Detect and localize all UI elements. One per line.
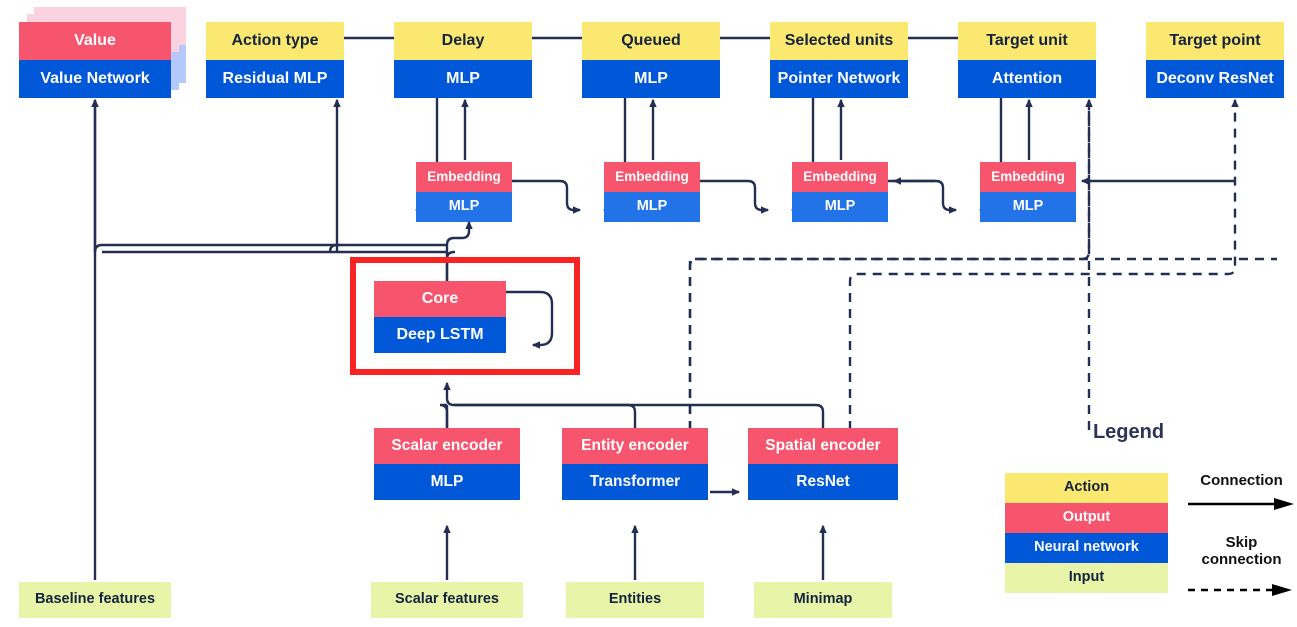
embedding-output-label: Embedding bbox=[792, 162, 888, 192]
encoder-output-label: Spatial encoder bbox=[748, 428, 898, 464]
embedding-network-label: MLP bbox=[416, 192, 512, 222]
head-action-label: Action type bbox=[206, 22, 344, 60]
embedding-output-label: Embedding bbox=[980, 162, 1076, 192]
head-network-label: Residual MLP bbox=[206, 60, 344, 98]
embedding-node-4[interactable]: Embedding MLP bbox=[980, 162, 1076, 222]
connection-arrow-icon bbox=[1186, 497, 1297, 511]
embedding-network-label: MLP bbox=[604, 192, 700, 222]
legend-key-skip-connection-label: Skip connection bbox=[1201, 534, 1282, 568]
head-network-label: Attention bbox=[958, 60, 1096, 98]
head-node-selected-units[interactable]: Selected units Pointer Network bbox=[770, 22, 908, 98]
embedding-network-label: MLP bbox=[792, 192, 888, 222]
core-node[interactable]: Core Deep LSTM bbox=[374, 281, 506, 353]
input-label: Scalar features bbox=[371, 582, 523, 618]
head-action-label: Delay bbox=[394, 22, 532, 60]
embedding-node-1[interactable]: Embedding MLP bbox=[416, 162, 512, 222]
legend-key-connection-label: Connection bbox=[1200, 472, 1283, 489]
encoder-output-label: Entity encoder bbox=[562, 428, 708, 464]
input-node-baseline-features[interactable]: Baseline features bbox=[19, 582, 171, 618]
head-network-label: Pointer Network bbox=[770, 60, 908, 98]
head-network-label: Value Network bbox=[19, 60, 171, 98]
core-highlight-frame bbox=[350, 257, 580, 375]
head-action-label: Value bbox=[19, 22, 171, 60]
head-node-target-point[interactable]: Target point Deconv ResNet bbox=[1146, 22, 1284, 98]
head-node-action-type[interactable]: Action type Residual MLP bbox=[206, 22, 344, 98]
encoder-node-spatial[interactable]: Spatial encoder ResNet bbox=[748, 428, 898, 500]
input-node-minimap[interactable]: Minimap bbox=[754, 582, 892, 618]
embedding-network-label: MLP bbox=[980, 192, 1076, 222]
encoder-network-label: Transformer bbox=[562, 464, 708, 500]
legend-title: Legend bbox=[1092, 421, 1165, 443]
embedding-node-2[interactable]: Embedding MLP bbox=[604, 162, 700, 222]
encoder-node-scalar[interactable]: Scalar encoder MLP bbox=[374, 428, 520, 500]
input-node-entities[interactable]: Entities bbox=[566, 582, 704, 618]
encoder-output-label: Scalar encoder bbox=[374, 428, 520, 464]
skip-connection-arrow-icon bbox=[1186, 583, 1297, 597]
legend: Legend Action Output Neural network Inpu… bbox=[960, 415, 1297, 627]
encoder-node-entity[interactable]: Entity encoder Transformer bbox=[562, 428, 708, 500]
embedding-node-3[interactable]: Embedding MLP bbox=[792, 162, 888, 222]
legend-swatch-input: Input bbox=[1005, 563, 1168, 593]
head-network-label: MLP bbox=[394, 60, 532, 98]
embedding-output-label: Embedding bbox=[604, 162, 700, 192]
head-node-target-unit[interactable]: Target unit Attention bbox=[958, 22, 1096, 98]
head-node-queued[interactable]: Queued MLP bbox=[582, 22, 720, 98]
legend-swatch-action: Action bbox=[1005, 473, 1168, 503]
head-action-label: Target point bbox=[1146, 22, 1284, 60]
head-action-label: Target unit bbox=[958, 22, 1096, 60]
input-label: Entities bbox=[566, 582, 704, 618]
head-action-label: Selected units bbox=[770, 22, 908, 60]
legend-swatch-output: Output bbox=[1005, 503, 1168, 533]
encoder-network-label: ResNet bbox=[748, 464, 898, 500]
head-node-value[interactable]: Value Value Network bbox=[19, 22, 171, 98]
head-network-label: MLP bbox=[582, 60, 720, 98]
head-action-label: Queued bbox=[582, 22, 720, 60]
core-output-label: Core bbox=[374, 281, 506, 317]
input-label: Baseline features bbox=[19, 582, 171, 618]
core-network-label: Deep LSTM bbox=[374, 317, 506, 353]
legend-swatch-neural-network: Neural network bbox=[1005, 533, 1168, 563]
head-network-label: Deconv ResNet bbox=[1146, 60, 1284, 98]
embedding-output-label: Embedding bbox=[416, 162, 512, 192]
input-label: Minimap bbox=[754, 582, 892, 618]
legend-swatch-stack: Action Output Neural network Input bbox=[1005, 473, 1168, 593]
encoder-network-label: MLP bbox=[374, 464, 520, 500]
input-node-scalar-features[interactable]: Scalar features bbox=[371, 582, 523, 618]
head-node-delay[interactable]: Delay MLP bbox=[394, 22, 532, 98]
